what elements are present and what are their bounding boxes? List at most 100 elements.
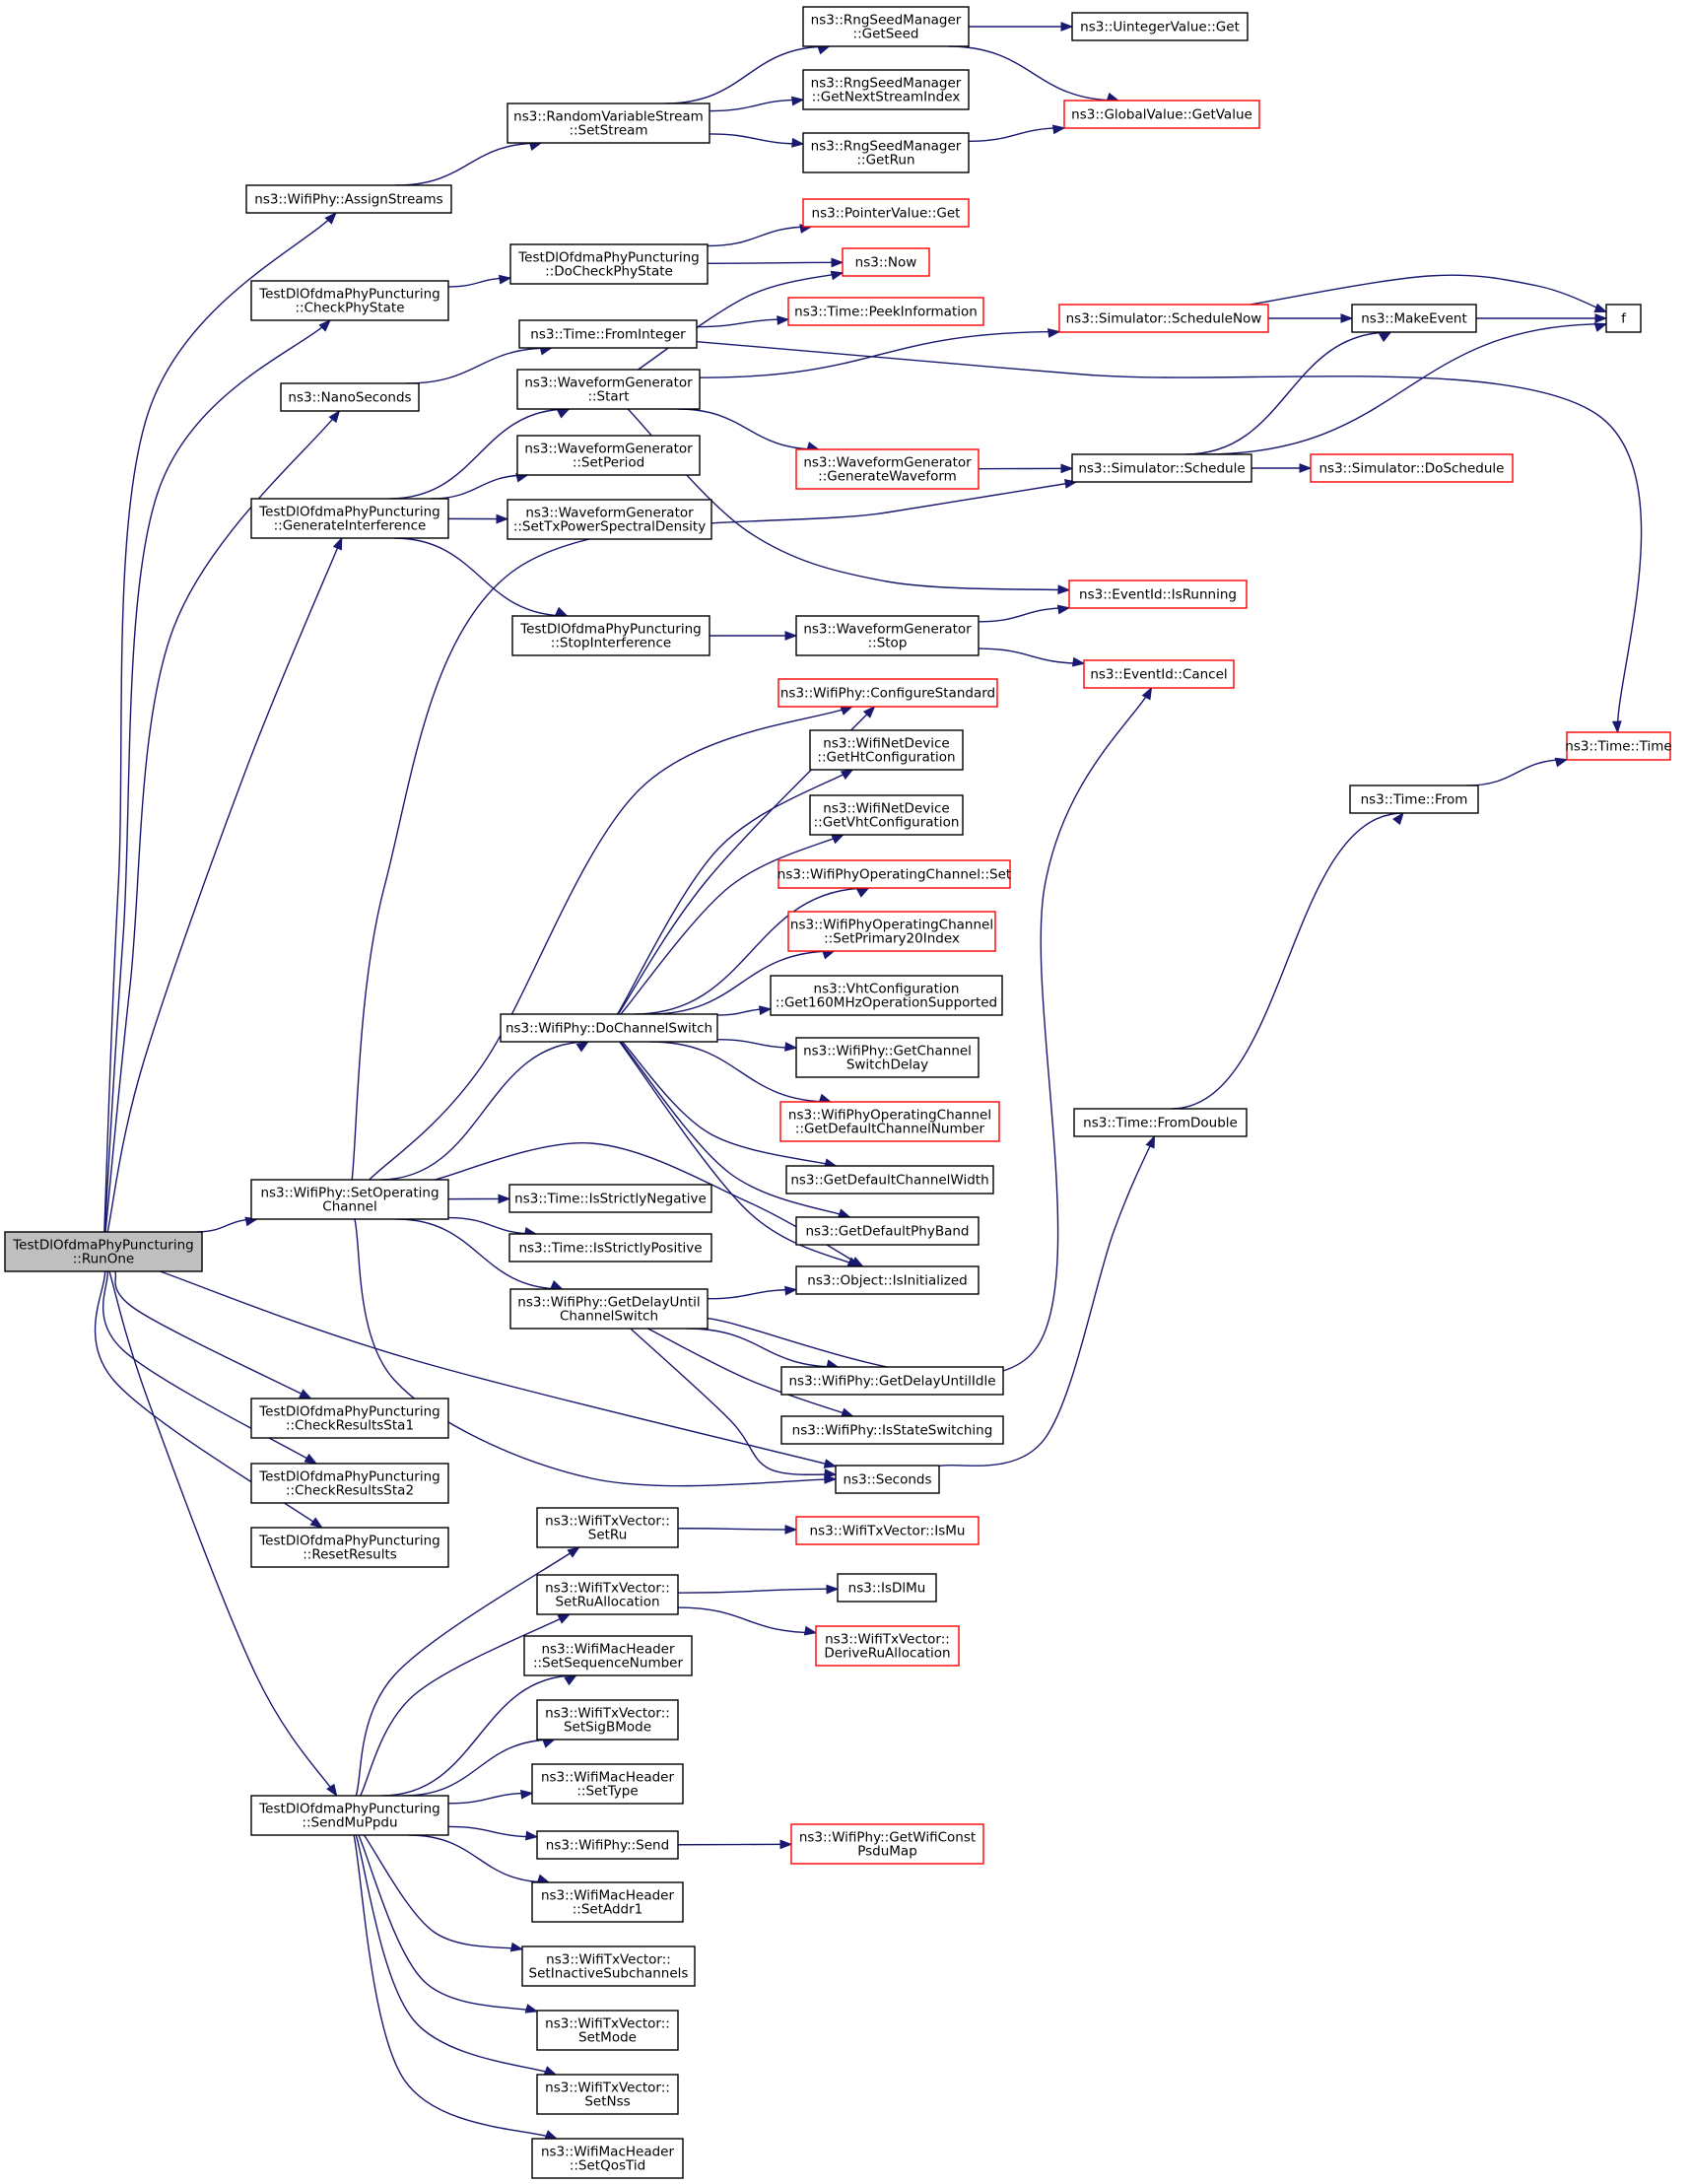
node-box[interactable] [787, 911, 996, 952]
node-box[interactable] [802, 132, 970, 173]
node-isrunning[interactable]: ns3::EventId::IsRunning [1068, 580, 1248, 609]
node-setsigbmode[interactable]: ns3::WifiTxVector::SetSigBMode [536, 1699, 679, 1740]
node-box[interactable] [508, 1233, 712, 1263]
node-isinitialized[interactable]: ns3::Object::IsInitialized [795, 1265, 980, 1295]
node-box[interactable] [250, 1398, 449, 1439]
node-uintegerget[interactable]: ns3::UintegerValue::Get [1071, 12, 1249, 41]
node-dochannelswitch[interactable]: ns3::WifiPhy::DoChannelSwitch [500, 1013, 718, 1043]
node-box[interactable] [837, 1573, 937, 1603]
node-box[interactable] [500, 1013, 718, 1043]
node-cancel[interactable]: ns3::EventId::Cancel [1083, 659, 1235, 689]
node-now[interactable]: ns3::Now [842, 247, 930, 277]
node-get160[interactable]: ns3::VhtConfiguration::Get160MHzOperatio… [770, 975, 1003, 1016]
node-timefrom[interactable]: ns3::Time::From [1349, 785, 1479, 814]
node-isstatesw[interactable]: ns3::WifiPhy::IsStateSwitching [780, 1415, 1004, 1445]
node-box[interactable] [779, 1101, 1000, 1142]
node-box[interactable] [1310, 453, 1514, 483]
node-setstream[interactable]: ns3::RandomVariableStream::SetStream [507, 102, 710, 144]
node-doschedule[interactable]: ns3::Simulator::DoSchedule [1310, 453, 1514, 483]
node-resetresults[interactable]: TestDlOfdmaPhyPuncturing::ResetResults [250, 1527, 449, 1568]
node-assignstreams[interactable]: ns3::WifiPhy::AssignStreams [245, 184, 452, 214]
node-checksta2[interactable]: TestDlOfdmaPhyPuncturing::CheckResultsSt… [250, 1463, 449, 1504]
node-box[interactable] [536, 1699, 679, 1740]
node-box[interactable] [536, 1830, 679, 1860]
node-configstd[interactable]: ns3::WifiPhy::ConfigureStandard [777, 678, 998, 708]
node-box[interactable] [1605, 304, 1642, 333]
node-pointerget[interactable]: ns3::PointerValue::Get [802, 198, 970, 228]
node-box[interactable] [536, 2074, 679, 2115]
node-isdlmu[interactable]: ns3::IsDlMu [837, 1573, 937, 1603]
node-box[interactable] [787, 297, 984, 326]
node-box[interactable] [250, 1795, 449, 1836]
node-box[interactable] [809, 729, 964, 771]
node-box[interactable] [795, 615, 980, 656]
node-box[interactable] [770, 975, 1003, 1016]
node-isstrictneg[interactable]: ns3::Time::IsStrictlyNegative [508, 1184, 712, 1213]
node-setinactive[interactable]: ns3::WifiTxVector::SetInactiveSubchannel… [521, 1945, 696, 1987]
node-wgsetperiod[interactable]: ns3::WaveformGenerator::SetPeriod [516, 435, 701, 476]
node-getseed[interactable]: ns3::RngSeedManager::GetSeed [802, 6, 970, 47]
node-getdefchnum[interactable]: ns3::WifiPhyOperatingChannel::GetDefault… [779, 1101, 1000, 1142]
node-getdelayuntilidle[interactable]: ns3::WifiPhy::GetDelayUntilIdle [780, 1366, 1004, 1396]
node-setmode[interactable]: ns3::WifiTxVector::SetMode [536, 2010, 679, 2051]
node-box[interactable] [780, 1366, 1004, 1396]
node-box[interactable] [250, 1179, 449, 1220]
node-box[interactable] [280, 382, 420, 412]
node-makeevent[interactable]: ns3::MakeEvent [1351, 304, 1477, 333]
node-settype[interactable]: ns3::WifiMacHeader::SetType [531, 1763, 684, 1805]
node-wgstart[interactable]: ns3::WaveformGenerator::Start [516, 369, 701, 410]
node-box[interactable] [521, 1945, 696, 1987]
node-getnextstream[interactable]: ns3::RngSeedManager::GetNextStreamIndex [802, 69, 970, 110]
node-isstrictpos[interactable]: ns3::Time::IsStrictlyPositive [508, 1233, 712, 1263]
node-checksta1[interactable]: TestDlOfdmaPhyPuncturing::CheckResultsSt… [250, 1398, 449, 1439]
node-setnss[interactable]: ns3::WifiTxVector::SetNss [536, 2074, 679, 2115]
node-wggenwave[interactable]: ns3::WaveformGenerator::GenerateWaveform [795, 448, 980, 490]
node-box[interactable] [536, 2010, 679, 2051]
node-fromdouble[interactable]: ns3::Time::FromDouble [1073, 1108, 1248, 1137]
node-box[interactable] [1071, 12, 1249, 41]
node-box[interactable] [1566, 731, 1671, 761]
node-wgsettxpsd[interactable]: ns3::WaveformGenerator::SetTxPowerSpectr… [507, 499, 712, 540]
node-setruallocation[interactable]: ns3::WifiTxVector::SetRuAllocation [536, 1574, 679, 1615]
node-deriveru[interactable]: ns3::WifiTxVector::DeriveRuAllocation [815, 1625, 960, 1667]
node-box[interactable] [795, 1037, 980, 1078]
node-checkphystate[interactable]: TestDlOfdmaPhyPuncturing::CheckPhyState [250, 280, 449, 321]
node-box[interactable] [1073, 1108, 1248, 1137]
node-setaddr1[interactable]: ns3::WifiMacHeader::SetAddr1 [531, 1881, 684, 1923]
node-box[interactable] [1058, 304, 1269, 333]
node-frominteger[interactable]: ns3::Time::FromInteger [518, 319, 698, 349]
node-docheckphystate[interactable]: TestDlOfdmaPhyPuncturing::DoCheckPhyStat… [509, 243, 709, 285]
node-f[interactable]: f [1605, 304, 1642, 333]
node-getrun[interactable]: ns3::RngSeedManager::GetRun [802, 132, 970, 173]
node-box[interactable] [795, 1216, 980, 1246]
node-schedulenow[interactable]: ns3::Simulator::ScheduleNow [1058, 304, 1269, 333]
node-box[interactable] [523, 1635, 693, 1676]
node-box[interactable] [509, 243, 709, 285]
node-box[interactable] [777, 859, 1011, 889]
node-box[interactable] [536, 1574, 679, 1615]
node-box[interactable] [531, 2138, 684, 2179]
node-setseqnum[interactable]: ns3::WifiMacHeader::SetSequenceNumber [523, 1635, 693, 1676]
node-box[interactable] [4, 1231, 203, 1272]
node-box[interactable] [250, 1463, 449, 1504]
node-box[interactable] [531, 1881, 684, 1923]
node-stopinterference[interactable]: TestDlOfdmaPhyPuncturing::StopInterferen… [511, 615, 710, 656]
node-box[interactable] [802, 69, 970, 110]
node-box[interactable] [531, 1763, 684, 1805]
node-box[interactable] [1068, 580, 1248, 609]
node-runone[interactable]: TestDlOfdmaPhyPuncturing::RunOne [4, 1231, 203, 1272]
node-gethtconf[interactable]: ns3::WifiNetDevice::GetHtConfiguration [809, 729, 964, 771]
node-box[interactable] [245, 184, 452, 214]
node-generateinterference[interactable]: TestDlOfdmaPhyPuncturing::GenerateInterf… [250, 498, 449, 539]
node-wifiphysend[interactable]: ns3::WifiPhy::Send [536, 1830, 679, 1860]
node-box[interactable] [785, 1165, 994, 1194]
node-setqostid[interactable]: ns3::WifiMacHeader::SetQosTid [531, 2138, 684, 2179]
node-seconds[interactable]: ns3::Seconds [835, 1465, 940, 1494]
node-box[interactable] [518, 319, 698, 349]
node-box[interactable] [1349, 785, 1479, 814]
node-box[interactable] [1083, 659, 1235, 689]
node-box[interactable] [1063, 100, 1260, 129]
